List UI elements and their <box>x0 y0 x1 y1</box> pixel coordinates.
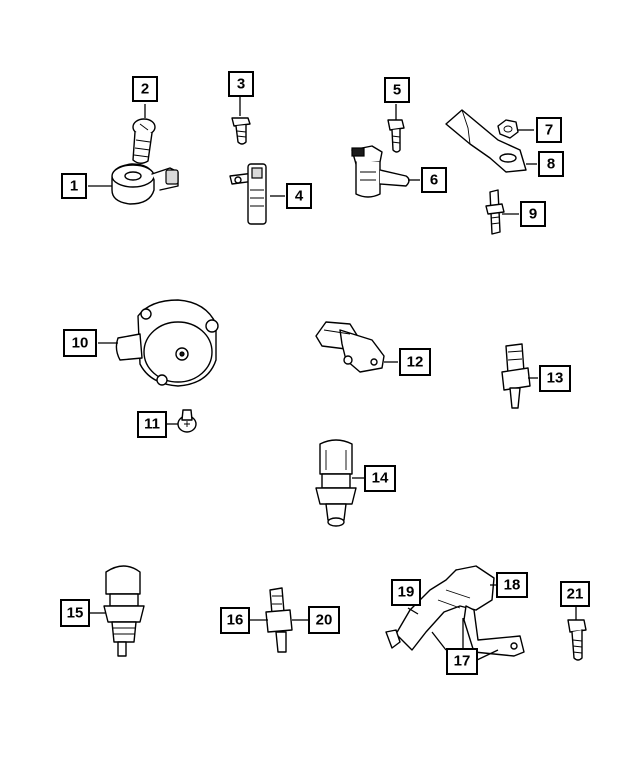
callout-11-label: 11 <box>144 416 160 433</box>
callout-15-label: 15 <box>67 605 84 622</box>
callout-13-label: 13 <box>547 370 564 387</box>
callout-14-label: 14 <box>372 470 389 487</box>
callout-21: 21 <box>560 581 590 607</box>
callout-18-label: 18 <box>504 577 521 594</box>
callout-17-label: 17 <box>454 653 471 670</box>
part-4-sensor <box>229 163 267 225</box>
callout-12-label: 12 <box>407 354 424 371</box>
callout-7: 7 <box>536 117 562 143</box>
callout-10: 10 <box>63 329 97 357</box>
callout-21-label: 21 <box>567 586 584 603</box>
callout-20: 20 <box>308 606 340 634</box>
callout-8-label: 8 <box>547 156 555 173</box>
callout-4-label: 4 <box>295 188 304 205</box>
callout-10-label: 10 <box>72 335 89 352</box>
callout-11: 11 <box>137 411 167 438</box>
part-21-bolt <box>567 619 587 661</box>
callout-5: 5 <box>384 77 410 103</box>
callout-6: 6 <box>421 167 447 193</box>
part-13-sensor <box>501 343 531 409</box>
callout-2: 2 <box>132 76 158 102</box>
callout-4: 4 <box>286 183 312 209</box>
part-10-actuator <box>115 299 219 387</box>
callout-17: 17 <box>446 648 478 675</box>
callout-19-label: 19 <box>398 584 415 601</box>
callout-2-label: 2 <box>141 81 149 98</box>
part-11-screw <box>177 409 197 433</box>
leader-lines <box>88 97 577 661</box>
part-8-bracket <box>445 109 527 173</box>
part-1-knock-sensor <box>111 163 179 205</box>
callout-14: 14 <box>364 465 396 492</box>
callout-7-label: 7 <box>545 122 553 139</box>
callout-18: 18 <box>496 572 528 598</box>
part-3-bolt <box>231 117 251 145</box>
part-15-switch <box>103 565 145 657</box>
callout-3: 3 <box>228 71 254 97</box>
callout-9: 9 <box>520 201 546 227</box>
part-2-bolt <box>132 118 156 164</box>
callout-9-label: 9 <box>529 206 537 223</box>
callout-20-label: 20 <box>316 612 333 629</box>
callout-13: 13 <box>539 365 571 392</box>
part-17-18-19-sensor-assembly <box>385 565 525 657</box>
callout-15: 15 <box>60 599 90 627</box>
callout-16: 16 <box>220 607 250 634</box>
callout-16-label: 16 <box>227 612 244 629</box>
callout-5-label: 5 <box>393 82 401 99</box>
callout-1: 1 <box>61 173 87 199</box>
part-6-sensor <box>351 145 410 198</box>
callout-1-label: 1 <box>70 178 78 195</box>
part-7-nut <box>497 119 519 139</box>
part-16-20-sensor <box>265 587 293 653</box>
part-12-sensor <box>315 321 385 373</box>
callout-3-label: 3 <box>237 76 245 93</box>
callout-8: 8 <box>538 151 564 177</box>
callout-12: 12 <box>399 348 431 376</box>
part-5-bolt <box>387 119 405 153</box>
part-9-stud <box>485 189 505 235</box>
callout-19: 19 <box>391 579 421 606</box>
callout-6-label: 6 <box>430 172 438 189</box>
part-14-sensor <box>315 439 357 527</box>
